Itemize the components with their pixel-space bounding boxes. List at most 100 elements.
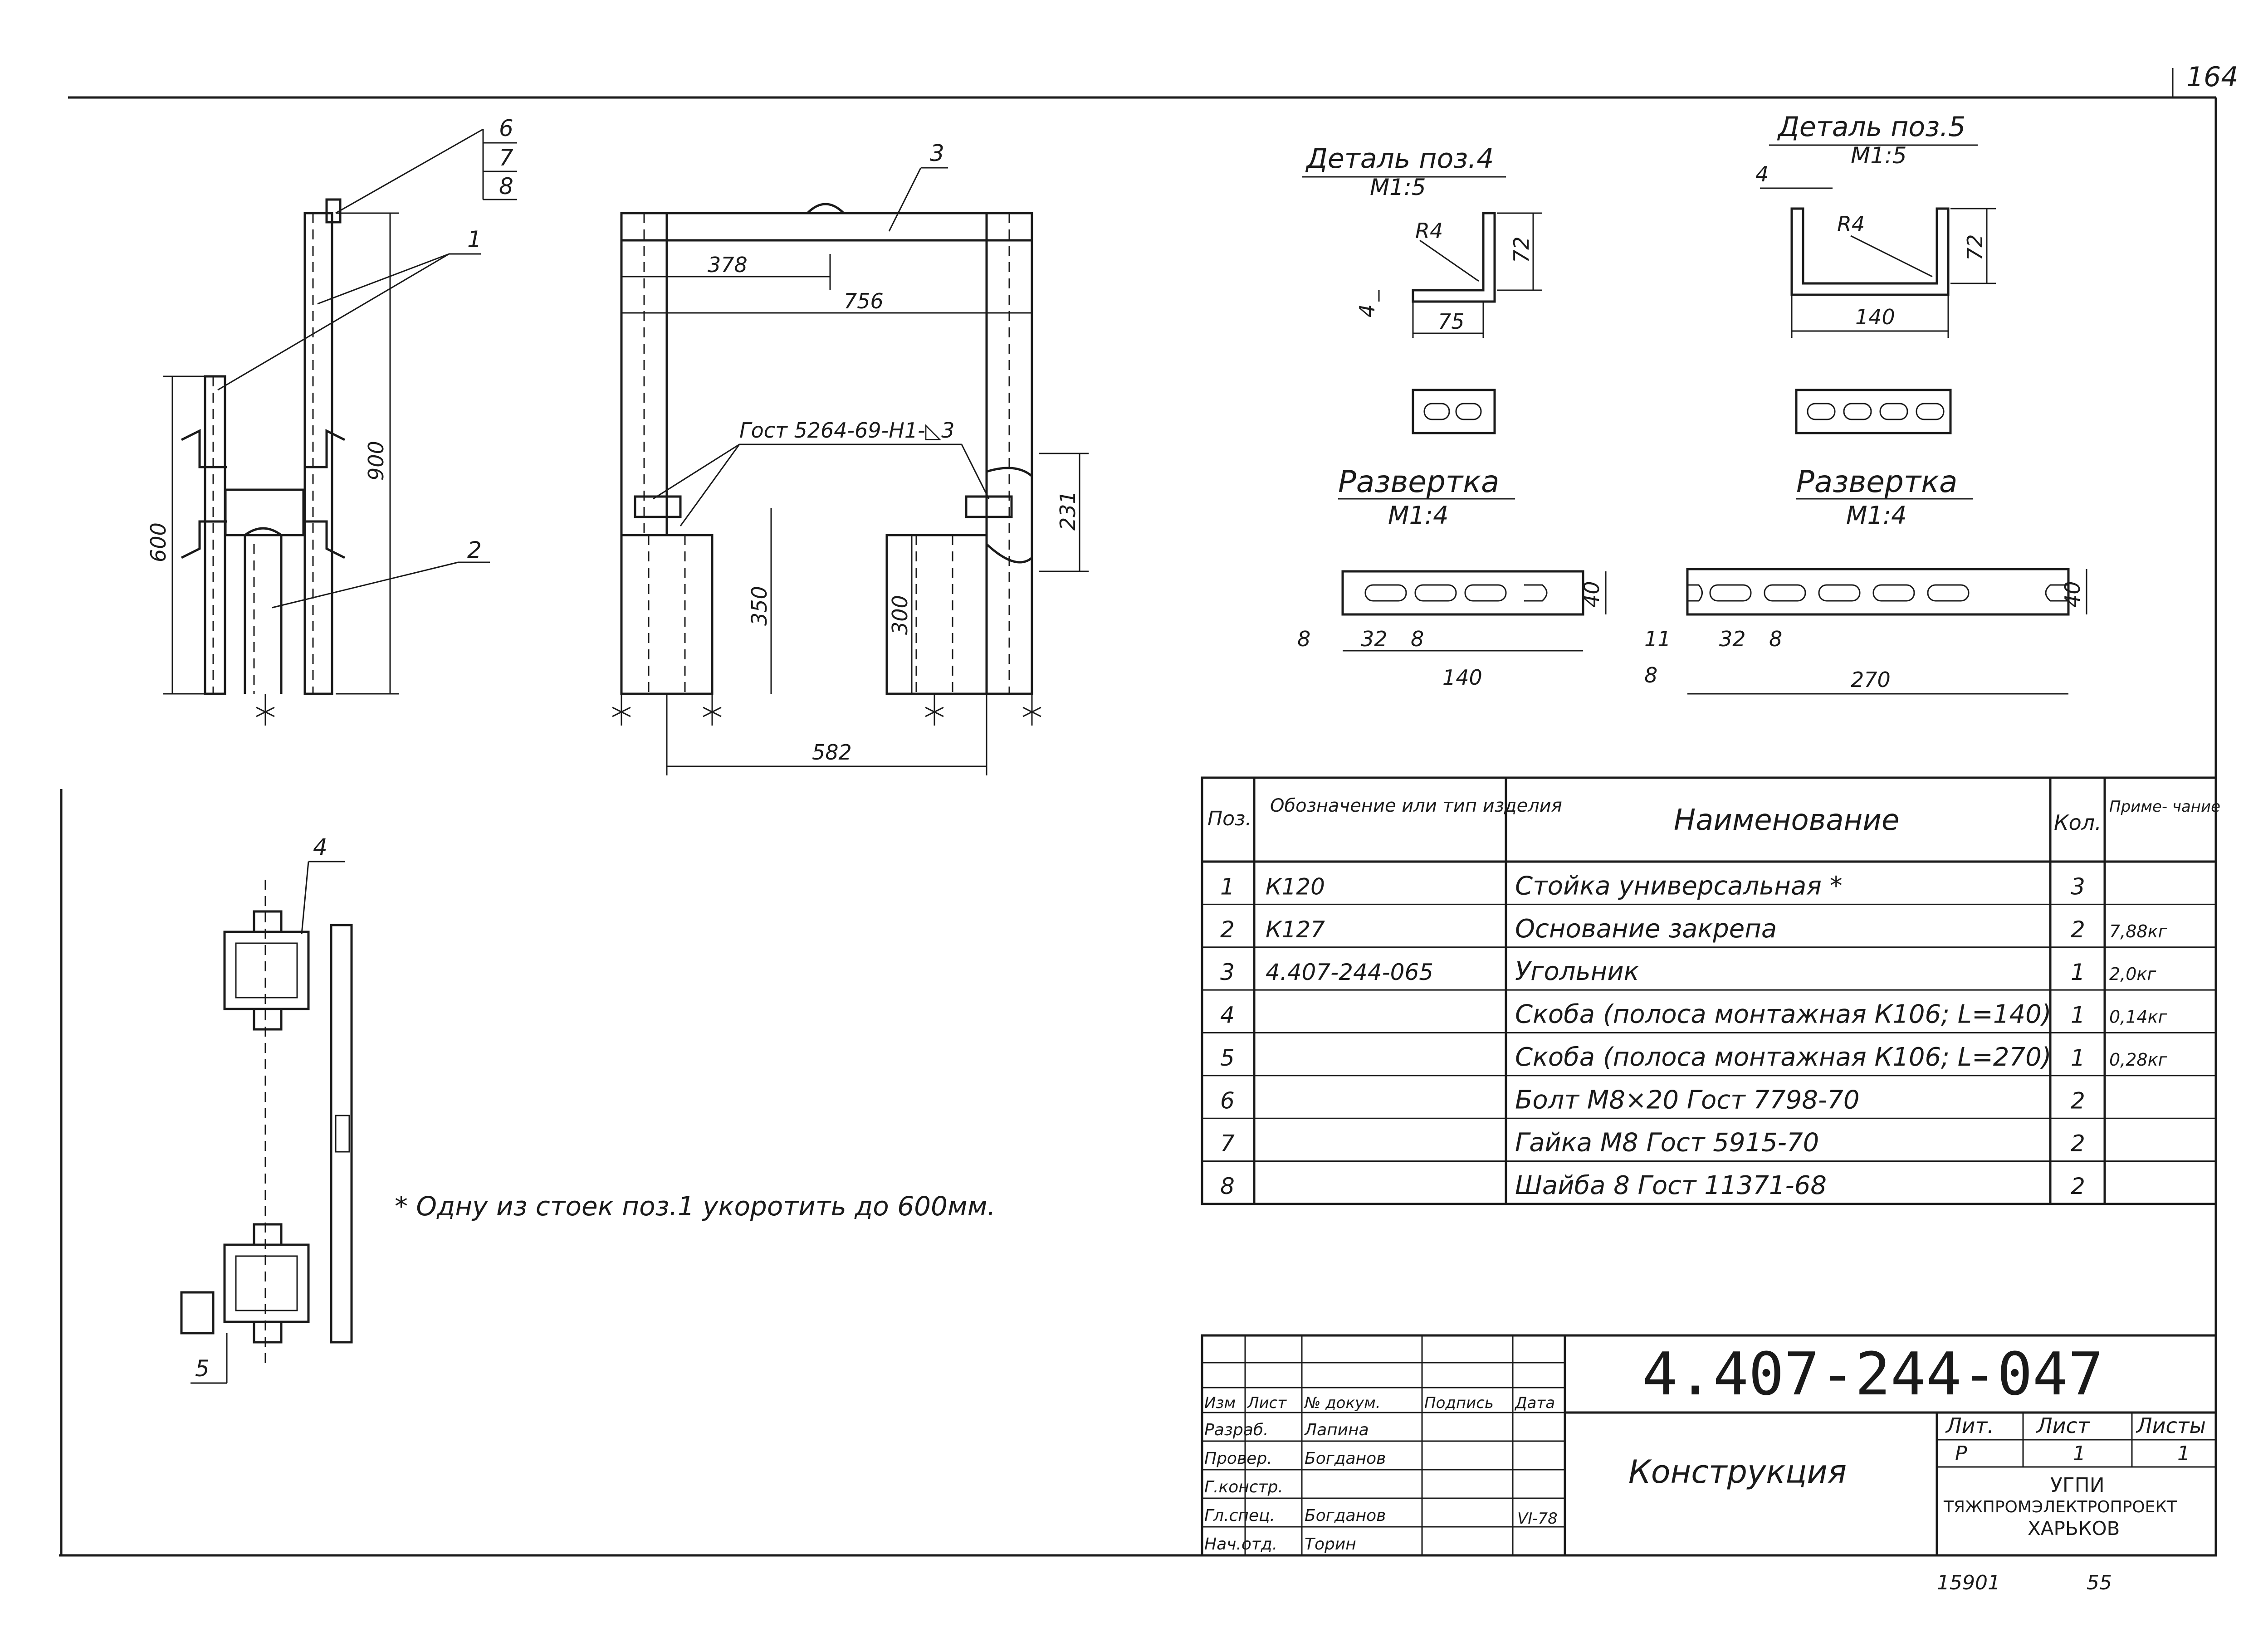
- tb-lit-value: Р: [1955, 1442, 1967, 1465]
- spec-row-6-qty: 2: [2071, 1087, 2085, 1114]
- tb-col-list: Лист: [1246, 1394, 1287, 1412]
- spec-row-2-name: Основание закрепа: [1515, 914, 1777, 944]
- spec-row-5-note: 0,28кг: [2109, 1050, 2168, 1070]
- detail-5-height: 72: [1963, 234, 1987, 261]
- tb-role-3: Г.констр.: [1204, 1478, 1283, 1496]
- spec-row-3-qty: 1: [2071, 959, 2085, 985]
- detail-5-radius: R4: [1837, 212, 1865, 236]
- spec-table: [1201, 776, 2217, 1205]
- spec-row-8-name: Шайба 8 Гост 11371-68: [1515, 1171, 1827, 1200]
- tb-sheet-label: Лист: [2036, 1413, 2090, 1438]
- spec-row-2-note: 7,88кг: [2109, 921, 2168, 941]
- spec-row-8-qty: 2: [2071, 1173, 2085, 1199]
- detail-4-radius: R4: [1415, 219, 1443, 243]
- doc-number: 4.407-244-047: [1642, 1340, 2103, 1408]
- spec-row-2-qty: 2: [2071, 916, 2085, 943]
- spec-row-3-pos: 3: [1220, 959, 1235, 985]
- detail-4-length: 75: [1438, 309, 1465, 334]
- detail-4-dim-length: 140: [1442, 665, 1482, 690]
- detail-5-razvertka-scale: М1:4: [1846, 501, 1907, 530]
- spec-header-name: Наименование: [1674, 804, 1899, 837]
- tb-lit-label: Лит.: [1945, 1413, 1994, 1438]
- detail-5-length: 140: [1855, 305, 1895, 329]
- weld-note: Гост 5264-69-Н1-◺3: [739, 418, 954, 443]
- callout-5: 5: [195, 1355, 210, 1382]
- detail-5: [1686, 144, 2087, 695]
- detail-5-dim-width: 40: [2060, 581, 2085, 608]
- detail-4: [1302, 176, 1607, 652]
- spec-header-note: Приме- чание: [2109, 798, 2220, 816]
- tb-org-3: ХАРЬКОВ: [2028, 1517, 2120, 1540]
- spec-row-1-designation: К120: [1266, 873, 1325, 900]
- dim-600: 600: [146, 522, 171, 562]
- footer-right-number: 55: [2087, 1571, 2112, 1594]
- spec-row-4-pos: 4: [1220, 1002, 1235, 1028]
- front-view: [612, 167, 1089, 775]
- spec-row-5-pos: 5: [1220, 1045, 1235, 1071]
- dim-756: 756: [844, 289, 884, 313]
- footer-left-number: 15901: [1937, 1571, 2000, 1594]
- spec-header-designation: Обозначение или тип изделия: [1270, 795, 1562, 816]
- spec-row-4-qty: 1: [2071, 1002, 2085, 1028]
- detail-4-razvertka-scale: М1:4: [1388, 501, 1449, 530]
- page-number: 164: [2186, 61, 2239, 93]
- callout-2: 2: [467, 537, 482, 563]
- tb-col-sign: Подпись: [1424, 1394, 1494, 1412]
- detail-4-height: 72: [1509, 236, 1534, 263]
- title-block: [1201, 1334, 2217, 1557]
- spec-header-note-line1: Приме- чание: [2109, 798, 2220, 816]
- spec-row-5-name: Скоба (полоса монтажная К106; L=270): [1515, 1043, 2052, 1072]
- tb-sheet-value: 1: [2073, 1442, 2086, 1465]
- tb-col-date: Дата: [1514, 1394, 1555, 1412]
- dim-350: 350: [747, 586, 772, 626]
- spec-row-7-name: Гайка М8 Гост 5915-70: [1515, 1128, 1819, 1158]
- spec-row-5-qty: 1: [2071, 1045, 2085, 1071]
- detail-4-dim-width: 40: [1579, 581, 1604, 608]
- detail-5-dim-d: 8: [1644, 663, 1657, 687]
- spec-rows: 1 К120 Стойка универсальная * 3 2 К127 Основан…: [1220, 871, 2168, 1200]
- callout-3: 3: [930, 140, 944, 166]
- detail-4-dim-b: 32: [1361, 627, 1388, 651]
- detail-4-title: Деталь поз.4: [1305, 143, 1494, 175]
- spec-row-3-note: 2,0кг: [2109, 964, 2156, 984]
- spec-row-7-qty: 2: [2071, 1130, 2085, 1157]
- tb-col-doc: № докум.: [1304, 1394, 1381, 1412]
- detail-4-thickness: 4: [1355, 304, 1379, 317]
- spec-row-4-note: 0,14кг: [2109, 1007, 2168, 1027]
- detail-4-razvertka-title: Развертка: [1338, 464, 1500, 499]
- spec-header-designation-line1: Обозначение или тип изделия: [1270, 795, 1562, 816]
- detail-5-thickness: 4: [1755, 162, 1769, 186]
- tb-role-name-1: Лапина: [1304, 1421, 1369, 1439]
- detail-5-title: Деталь поз.5: [1777, 111, 1965, 143]
- tb-role-name-4: Богданов: [1305, 1506, 1386, 1525]
- tb-role-4: Гл.спец.: [1204, 1506, 1275, 1525]
- detail-5-dim-length: 270: [1851, 667, 1891, 692]
- dim-582: 582: [812, 740, 852, 765]
- callout-6: 6: [499, 115, 513, 141]
- tb-role-name-2: Богданов: [1305, 1449, 1386, 1468]
- spec-row-7-pos: 7: [1220, 1130, 1235, 1157]
- detail-5-scale: М1:5: [1851, 142, 1907, 169]
- tb-sheets-value: 1: [2177, 1442, 2190, 1465]
- spec-row-8-pos: 8: [1220, 1173, 1235, 1199]
- dim-231: 231: [1056, 491, 1080, 531]
- detail-4-dim-a: 8: [1297, 627, 1310, 651]
- callout-4: 4: [313, 834, 327, 860]
- spec-row-1-name: Стойка универсальная *: [1515, 871, 1843, 901]
- spec-row-1-pos: 1: [1220, 873, 1235, 900]
- plan-view: [180, 861, 353, 1384]
- dim-900: 900: [364, 441, 388, 481]
- tb-role-1: Разраб.: [1204, 1421, 1268, 1439]
- sheet-frame: [59, 68, 2217, 1557]
- spec-row-2-pos: 2: [1220, 916, 1235, 943]
- spec-row-3-designation: 4.407-244-065: [1266, 959, 1433, 985]
- spec-row-3-name: Угольник: [1515, 957, 1639, 986]
- tb-role-5: Нач.отд.: [1204, 1535, 1277, 1554]
- spec-row-6-pos: 6: [1220, 1087, 1235, 1114]
- spec-row-2-designation: К127: [1266, 916, 1325, 943]
- tb-org-1: УГПИ: [2050, 1474, 2105, 1497]
- spec-header-qty: Кол.: [2054, 810, 2102, 835]
- callout-1: 1: [467, 226, 482, 253]
- detail-4-scale: М1:5: [1370, 174, 1426, 200]
